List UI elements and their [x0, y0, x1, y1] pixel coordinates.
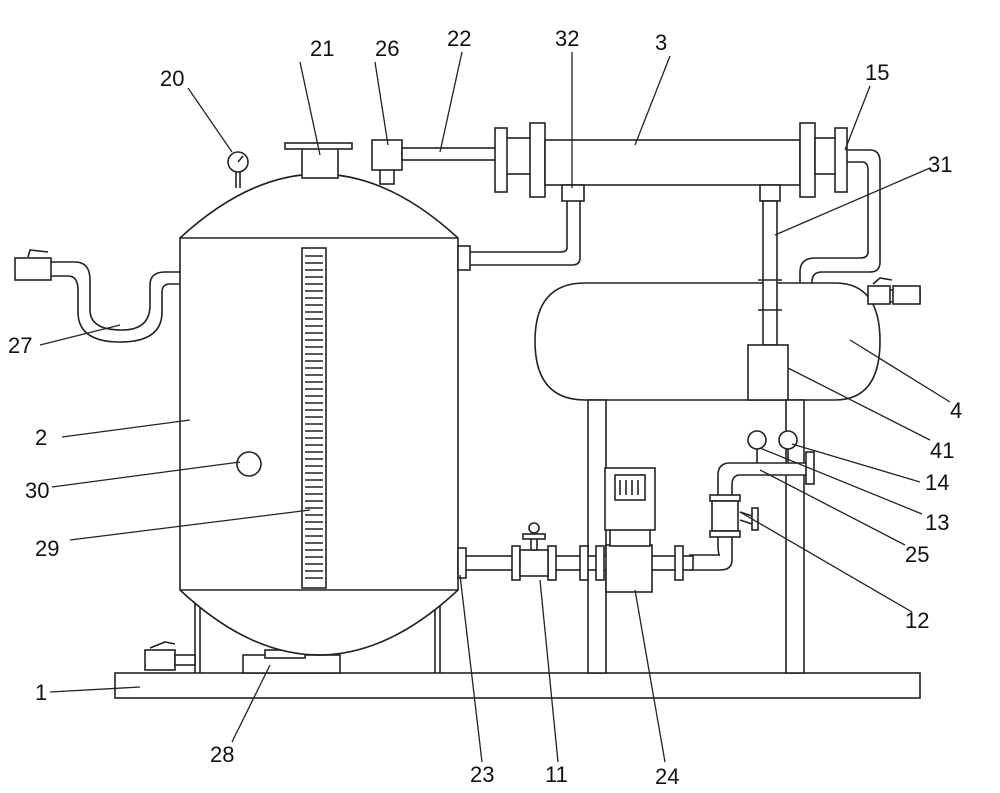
reference-label-14: 14: [925, 470, 949, 495]
reference-label-25: 25: [905, 542, 929, 567]
reference-label-26: 26: [375, 36, 399, 61]
reference-label-22: 22: [447, 26, 471, 51]
leader-line-14: [791, 443, 921, 483]
leader-line-41: [787, 367, 931, 441]
reference-label-23: 23: [470, 762, 494, 787]
reference-label-41: 41: [930, 438, 954, 463]
leader-line-24: [634, 589, 666, 763]
leader-line-2: [61, 419, 191, 438]
leader-line-3: [634, 55, 671, 146]
reference-label-27: 27: [8, 333, 32, 358]
leader-line-22: [439, 51, 463, 153]
reference-label-24: 24: [655, 764, 679, 789]
pump: [604, 467, 656, 593]
reference-label-30: 30: [25, 478, 49, 503]
base-plate: [114, 672, 921, 699]
leader-lines: [39, 51, 951, 763]
u-pipe: [14, 249, 180, 343]
inlet-pipe: [457, 545, 694, 581]
leader-line-21: [299, 61, 321, 156]
leader-line-26: [374, 61, 389, 146]
leader-line-23: [459, 574, 483, 763]
level-gauge: [301, 247, 327, 589]
leader-line-27: [39, 324, 121, 346]
leader-line-15: [844, 85, 871, 151]
leader-line-30: [51, 461, 241, 488]
leader-line-11: [539, 579, 559, 763]
leader-line-28: [231, 664, 271, 743]
return-pipe: [457, 184, 585, 271]
reference-label-12: 12: [905, 608, 929, 633]
reference-label-11: 11: [545, 762, 568, 787]
outlet-pipe: [799, 149, 881, 285]
leader-line-1: [49, 686, 141, 693]
leader-line-12: [739, 511, 913, 613]
leader-line-31: [774, 167, 931, 236]
leader-line-25: [759, 469, 906, 546]
reference-label-20: 20: [160, 66, 184, 91]
heat-exchanger: [494, 122, 848, 198]
reference-label-4: 4: [950, 398, 962, 423]
reference-label-32: 32: [555, 26, 579, 51]
reference-label-31: 31: [928, 152, 952, 177]
reference-label-3: 3: [655, 30, 667, 55]
reference-label-21: 21: [310, 36, 334, 61]
drain-valve-left: [144, 641, 196, 671]
reference-label-28: 28: [210, 742, 234, 767]
leader-line-20: [187, 87, 233, 153]
pressure-gauge: [227, 151, 249, 188]
reference-label-15: 15: [865, 60, 889, 85]
tank-legs: [194, 600, 441, 673]
leader-line-29: [69, 509, 311, 541]
reference-label-13: 13: [925, 510, 949, 535]
reference-label-1: 1: [35, 680, 47, 705]
float-box: [747, 344, 789, 401]
sight-glass: [236, 451, 262, 477]
horizontal-tank: [534, 277, 921, 401]
leader-line-13: [759, 447, 923, 515]
inlet-valve: [519, 522, 549, 577]
leader-line-4: [849, 339, 951, 403]
reference-label-2: 2: [35, 425, 47, 450]
vent-pipe: [371, 139, 498, 185]
reference-label-29: 29: [35, 536, 59, 561]
